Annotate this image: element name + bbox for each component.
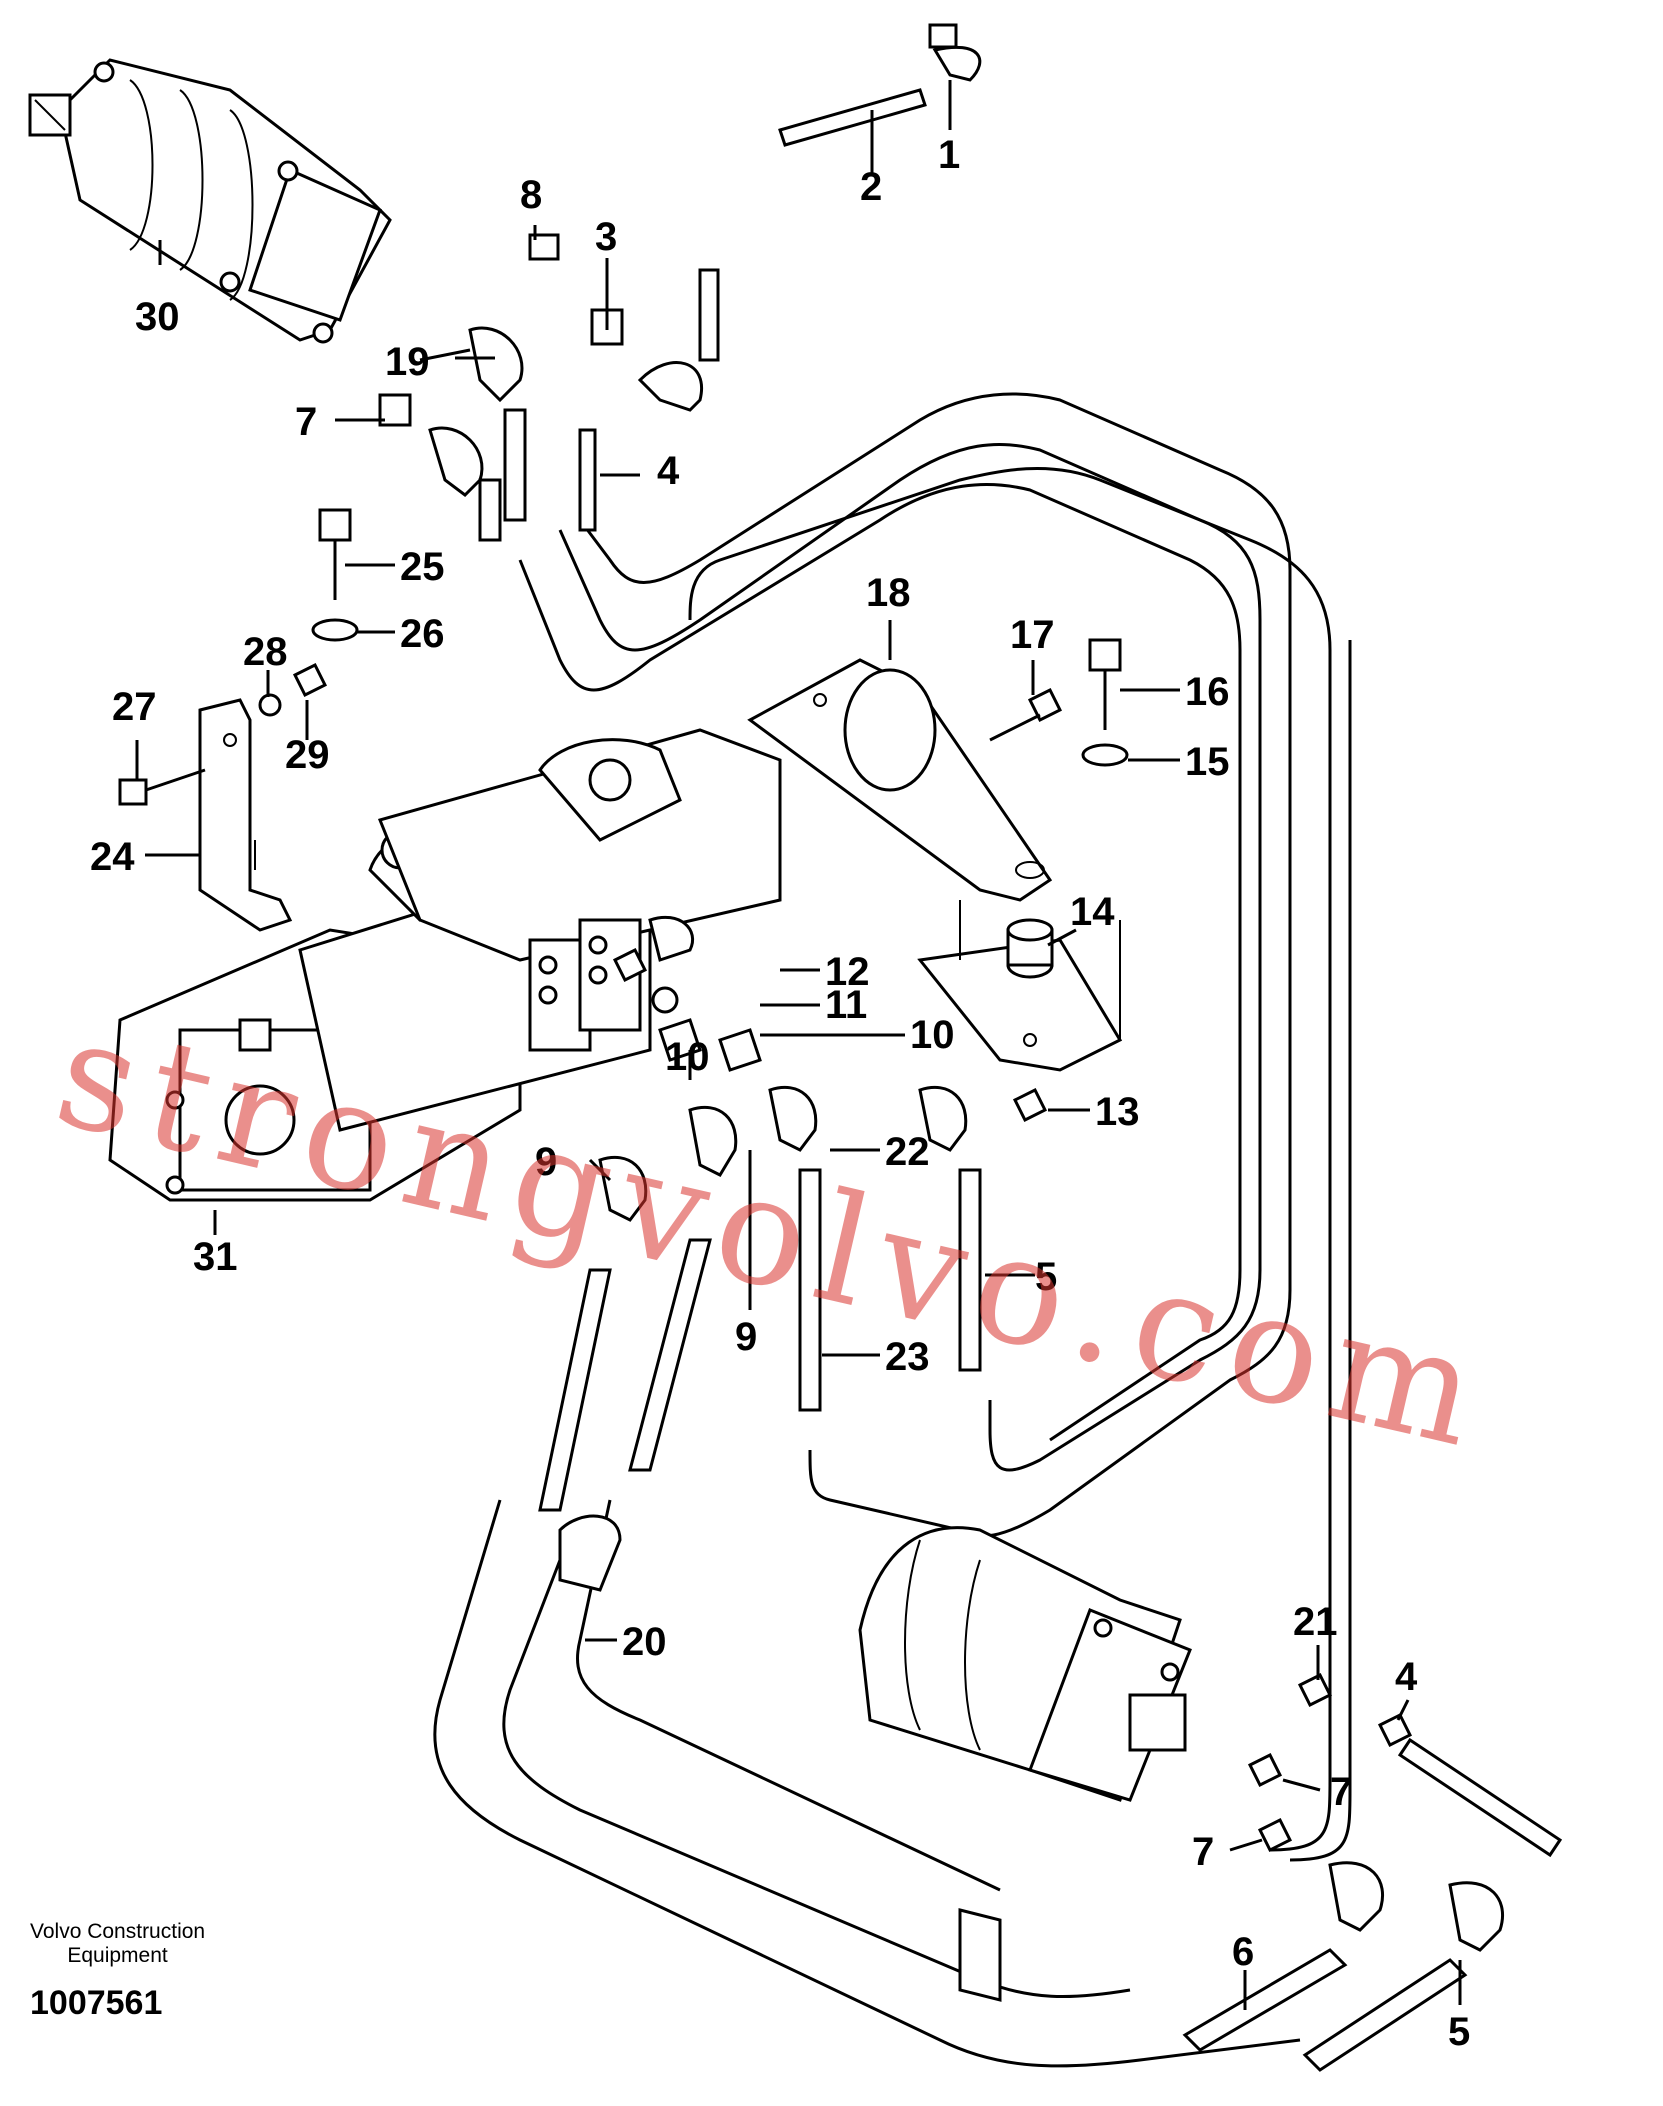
callout-14: 14: [1070, 890, 1115, 934]
callout-30: 30: [135, 295, 180, 339]
callout-18: 18: [866, 571, 911, 615]
fittings: [118, 23, 1563, 2072]
callout-15: 15: [1185, 740, 1230, 784]
hydraulic-motor-bottom: [858, 1526, 1192, 1802]
callout-11: 11: [825, 983, 867, 1027]
callout-7-top: 7: [295, 400, 317, 444]
plate-14: [917, 900, 1123, 1072]
callout-7-bottom-right: 7: [1330, 1770, 1352, 1814]
callout-4-top: 4: [657, 449, 680, 493]
callout-8: 8: [520, 173, 542, 217]
callout-10-right: 10: [910, 1013, 955, 1057]
footer: Volvo Construction Equipment 1007561: [30, 1920, 205, 2023]
callout-1: 1: [938, 133, 960, 177]
callout-5-bottom: 5: [1448, 2010, 1470, 2054]
callout-26: 26: [400, 612, 445, 656]
callout-4-bottom: 4: [1395, 1655, 1418, 1699]
brand-line-2: Equipment: [67, 1944, 168, 1967]
callout-10-left: 10: [665, 1035, 710, 1079]
bracket-24: [198, 698, 293, 932]
callout-13: 13: [1095, 1090, 1140, 1134]
callout-31: 31: [193, 1235, 238, 1279]
hose-lines: [433, 392, 1352, 2068]
callout-21: 21: [1293, 1600, 1338, 1644]
drawing-number: 1007561: [30, 1984, 163, 2022]
bracket-18: [747, 658, 1053, 902]
callout-9-left: 9: [535, 1140, 557, 1184]
callout-9-right: 9: [735, 1315, 757, 1359]
brand-line-1: Volvo Construction: [30, 1920, 206, 1943]
callout-5-middle: 5: [1035, 1255, 1057, 1299]
callout-17: 17: [1010, 613, 1055, 657]
callout-24: 24: [90, 835, 135, 879]
callout-23: 23: [885, 1335, 930, 1379]
callout-27: 27: [112, 685, 157, 729]
callout-20: 20: [622, 1620, 667, 1664]
callout-6: 6: [1232, 1930, 1254, 1974]
callout-22: 22: [885, 1130, 930, 1174]
callout-12: 12: [825, 950, 870, 994]
tandem-pump-31: [108, 728, 782, 1202]
callout-29: 29: [285, 733, 330, 777]
callout-labels: 1 2 3 4 4 5 5 6 7 7 7 8 9 9 10 10 11 12 …: [90, 133, 1470, 2054]
watermark: strongvolvo.com: [42, 986, 1505, 1484]
callout-3: 3: [595, 215, 617, 259]
callout-2: 2: [860, 165, 882, 209]
callout-25: 25: [400, 545, 445, 589]
leader-lines: [135, 80, 1462, 2010]
callout-7-bottom-left: 7: [1192, 1830, 1214, 1874]
callout-16: 16: [1185, 670, 1230, 714]
callout-28: 28: [243, 630, 288, 674]
callout-19: 19: [385, 340, 430, 384]
hydraulic-motor-30: [28, 58, 392, 344]
